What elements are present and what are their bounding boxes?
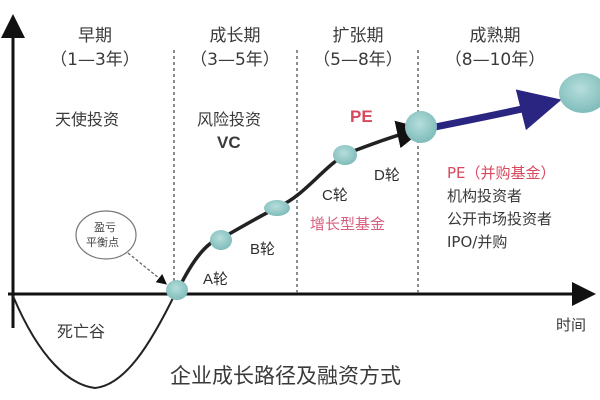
investor-pe: PE bbox=[350, 107, 373, 126]
breakeven-bubble bbox=[75, 210, 137, 260]
stage-early-name: 早期 bbox=[78, 26, 112, 46]
stage-mature-name: 成熟期 bbox=[469, 26, 521, 46]
round-d: D轮 bbox=[374, 167, 400, 184]
investor-institutional: 机构投资者 bbox=[447, 187, 523, 205]
investor-growth-fund: 增长型基金 bbox=[310, 215, 386, 233]
node-c bbox=[333, 145, 357, 165]
node-breakeven bbox=[166, 280, 188, 300]
investor-public-market: 公开市场投资者 bbox=[447, 210, 553, 228]
death-valley-curve bbox=[12, 293, 176, 390]
investor-venture: 风险投资 bbox=[197, 110, 262, 129]
round-a: A轮 bbox=[203, 271, 229, 288]
stage-early-range: （1—3年） bbox=[50, 50, 140, 70]
diagram-title: 企业成长路径及融资方式 bbox=[170, 364, 401, 388]
investor-ipo-ma: IPO/并购 bbox=[447, 233, 508, 251]
round-c: C轮 bbox=[322, 187, 348, 204]
node-a bbox=[210, 230, 232, 250]
round-b: B轮 bbox=[250, 241, 276, 258]
node-mature bbox=[559, 73, 600, 113]
investor-vc: VC bbox=[217, 133, 241, 152]
breakeven-line2: 平衡点 bbox=[86, 236, 119, 249]
investor-pe-buyout: PE（并购基金） bbox=[447, 164, 556, 182]
breakeven-line1: 盈亏 bbox=[94, 221, 116, 234]
node-b bbox=[264, 200, 290, 216]
stage-mature-range: （8—10年） bbox=[444, 50, 546, 70]
growth-curve bbox=[176, 120, 425, 291]
x-axis-label: 时间 bbox=[556, 316, 587, 334]
maturity-arrow bbox=[429, 89, 562, 132]
stage-expansion-name: 扩张期 bbox=[332, 26, 384, 46]
stage-growth-range: （3—5年） bbox=[190, 50, 280, 70]
investor-angel: 天使投资 bbox=[55, 110, 120, 129]
death-valley-label: 死亡谷 bbox=[57, 322, 106, 341]
node-d bbox=[405, 111, 437, 143]
stage-expansion-range: （5—8年） bbox=[313, 50, 403, 70]
stage-growth-name: 成长期 bbox=[209, 26, 261, 46]
